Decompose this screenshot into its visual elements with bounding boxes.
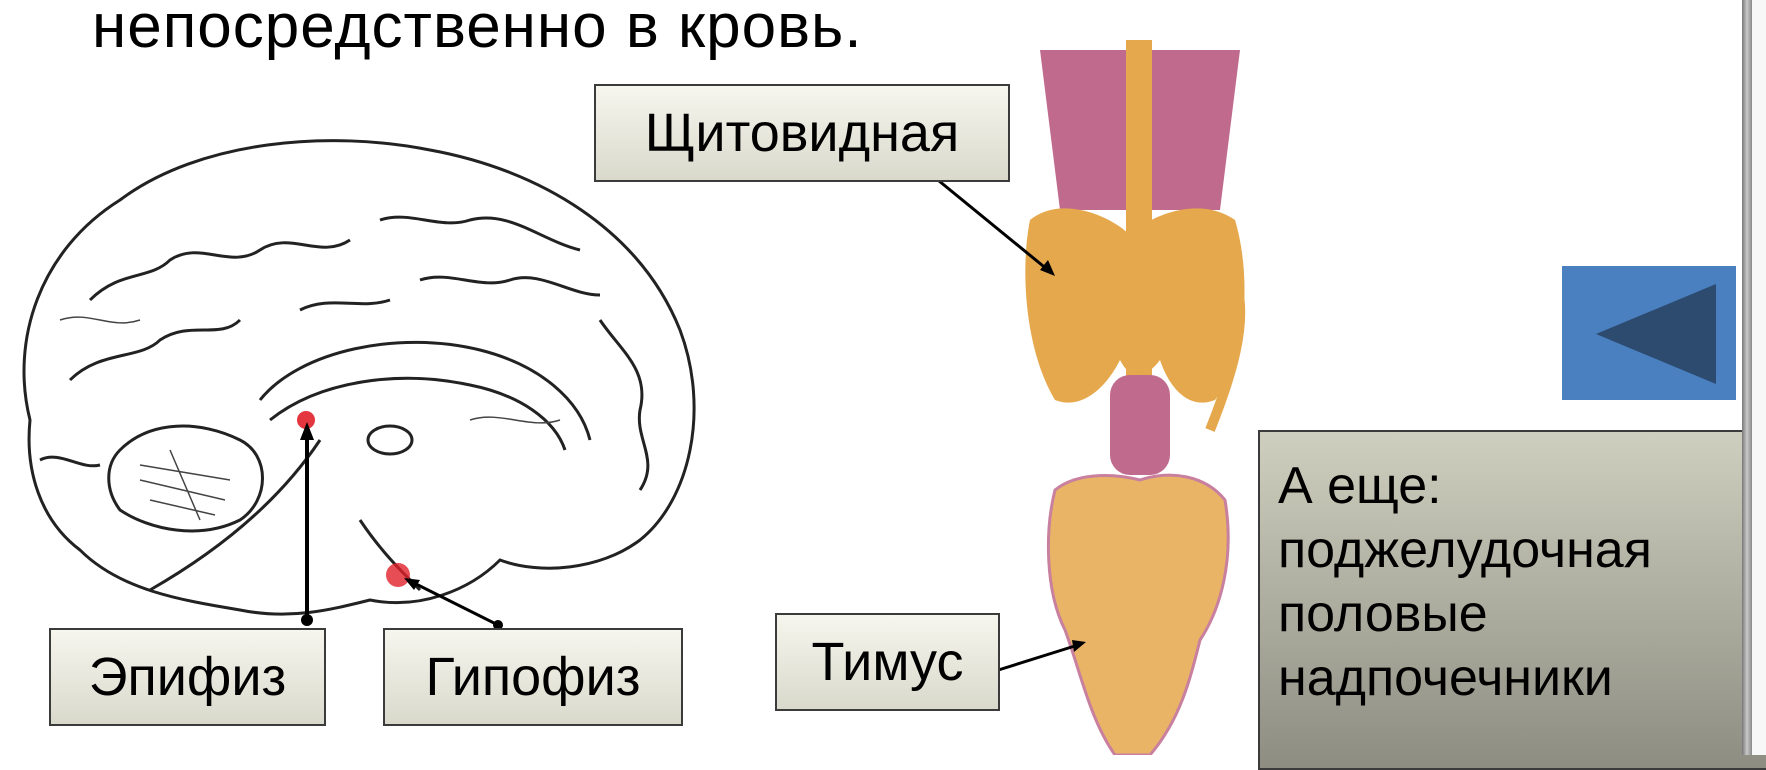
more-glands-box: А еще: поджелудочная половые надпочечник… bbox=[1258, 430, 1766, 770]
more-title: А еще: bbox=[1278, 454, 1766, 518]
thyroid-thymus-pointers bbox=[900, 150, 1120, 690]
triangle-left-icon bbox=[1596, 284, 1720, 384]
slide-edge-divider bbox=[1742, 0, 1752, 755]
more-item-adrenals: надпочечники bbox=[1278, 646, 1766, 710]
more-item-pancreas: поджелудочная bbox=[1278, 518, 1766, 582]
slide-edge-margin bbox=[1752, 0, 1766, 755]
pituitary-label: Гипофиз bbox=[383, 628, 683, 726]
back-button[interactable] bbox=[1562, 266, 1736, 400]
thyroid-label: Щитовидная bbox=[594, 84, 1010, 182]
more-item-gonads: половые bbox=[1278, 582, 1766, 646]
epiphysis-label: Эпифиз bbox=[49, 628, 326, 726]
thymus-label: Тимус bbox=[775, 613, 1000, 711]
